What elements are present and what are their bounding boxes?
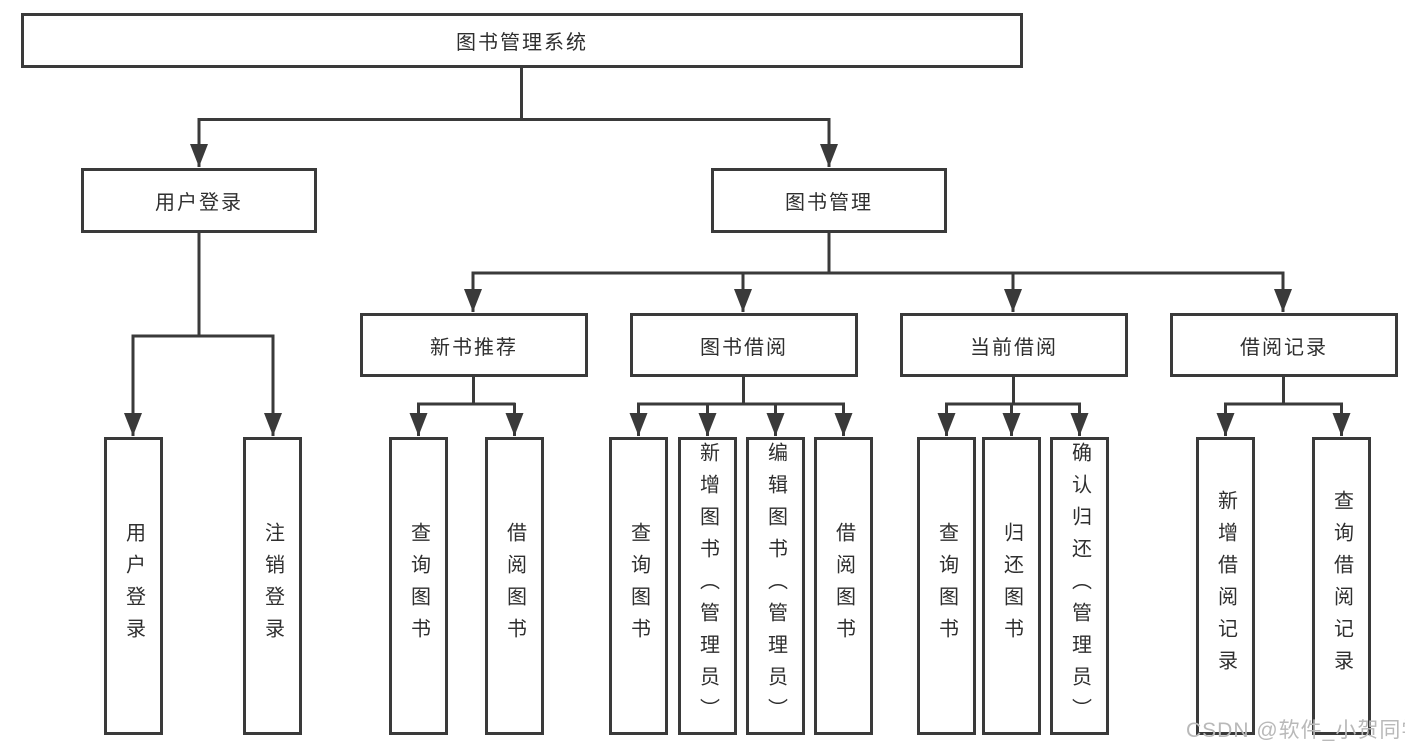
- leaf-query-book-current: 查询图书: [917, 437, 976, 735]
- node-user-login: 用户登录: [81, 168, 317, 233]
- leaf-add-book-admin: 新增图书（管理员）: [678, 437, 737, 735]
- node-book-management: 图书管理: [711, 168, 947, 233]
- leaf-query-book-borrow: 查询图书: [609, 437, 668, 735]
- leaf-return-book: 归还图书: [982, 437, 1041, 735]
- leaf-edit-book-admin: 编辑图书（管理员）: [746, 437, 805, 735]
- leaf-add-borrow-record: 新增借阅记录: [1196, 437, 1255, 735]
- leaf-borrow-book: 借阅图书: [814, 437, 873, 735]
- node-borrow-record: 借阅记录: [1170, 313, 1398, 377]
- leaf-query-borrow-record: 查询借阅记录: [1312, 437, 1371, 735]
- node-book-borrow: 图书借阅: [630, 313, 858, 377]
- leaf-query-book-recommend: 查询图书: [389, 437, 448, 735]
- node-root: 图书管理系统: [21, 13, 1023, 68]
- leaf-user-login: 用户登录: [104, 437, 163, 735]
- csdn-watermark: CSDN @软件_小贺同学: [1186, 719, 1405, 742]
- node-current-borrow: 当前借阅: [900, 313, 1128, 377]
- leaf-logout: 注销登录: [243, 437, 302, 735]
- leaf-borrow-book-recommend: 借阅图书: [485, 437, 544, 735]
- node-new-book-recommend: 新书推荐: [360, 313, 588, 377]
- leaf-confirm-return-admin: 确认归还（管理员）: [1050, 437, 1109, 735]
